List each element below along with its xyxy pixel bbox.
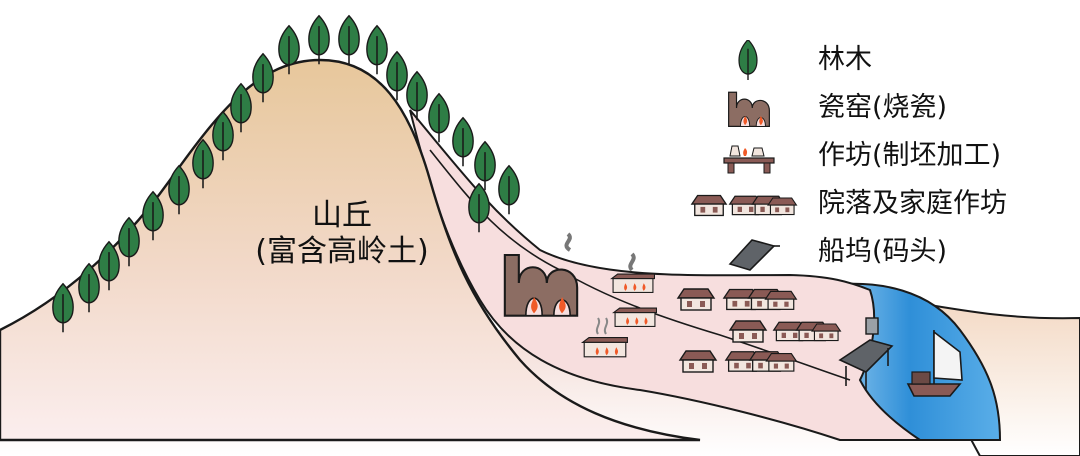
hill-subtitle: (富含高岭土) — [255, 234, 429, 269]
legend-label-workshop: 作坊(制坯加工) — [818, 140, 1002, 171]
legend-label-kiln: 瓷窑(烧瓷) — [818, 92, 948, 123]
legend-label-forest: 林木 — [818, 44, 872, 75]
kiln-illustration — [503, 232, 579, 317]
hill-title: 山丘 (富含高岭土) — [232, 198, 452, 270]
houses-icon — [691, 194, 800, 217]
tree-icon — [738, 40, 758, 80]
dock-icon — [728, 239, 780, 271]
boat-illustration — [906, 330, 963, 397]
dock-illustration — [838, 317, 894, 390]
legend-label-dock: 船坞(码头) — [818, 236, 948, 267]
workshops — [582, 252, 658, 358]
hill-name: 山丘 — [312, 198, 372, 233]
workshop-icon — [723, 145, 775, 174]
kiln-icon — [728, 91, 770, 128]
legend-label-houses: 院落及家庭作坊 — [818, 188, 1007, 219]
